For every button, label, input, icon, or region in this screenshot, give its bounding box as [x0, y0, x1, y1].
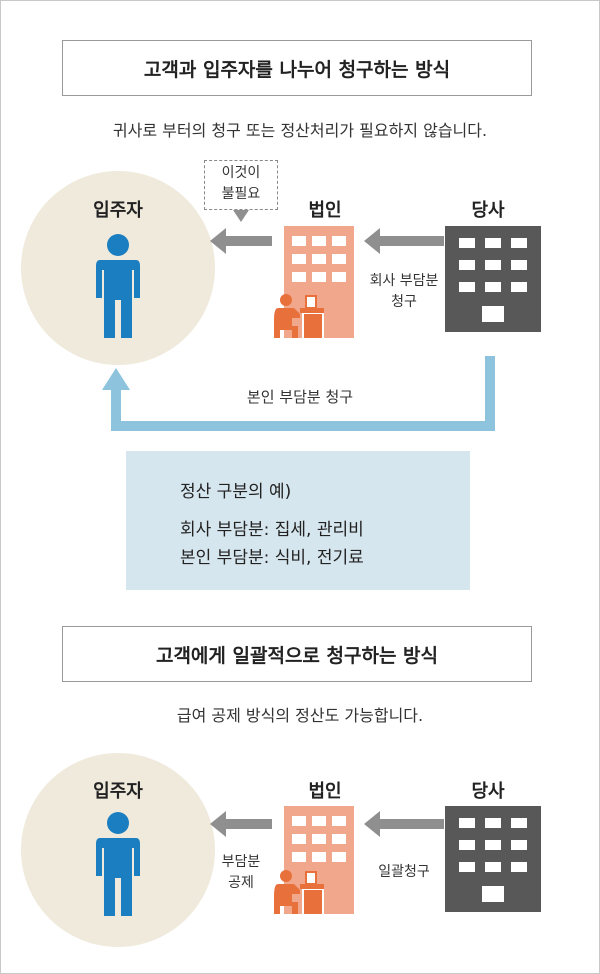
corporation-label-2: 법인: [308, 781, 342, 802]
section2-subtitle: 급여 공제 방식의 정산도 가능합니다.: [176, 706, 424, 725]
arrow-company-to-corp: [364, 228, 444, 254]
section1-subtitle: 귀사로 부터의 청구 또는 정산처리가 필요하지 않습니다.: [112, 121, 488, 140]
company-label-2: 당사: [471, 781, 505, 802]
company-charge-line1: 회사 부담분: [369, 273, 439, 289]
desk-worker-icon: [274, 294, 324, 338]
section1-title: 고객과 입주자를 나누어 청구하는 방식: [62, 40, 532, 96]
deduction-line1: 부담분: [221, 854, 261, 870]
unnecessary-note-line1: 이것이: [221, 165, 261, 181]
example-line2: 본인 부담분: 식비, 전기료: [180, 548, 364, 568]
company-charge-label: 회사 부담분 청구: [352, 271, 456, 313]
example-box: 정산 구분의 예) 회사 부담분: 집세, 관리비 본인 부담분: 식비, 전기…: [126, 451, 470, 590]
note-pointer-icon: [233, 210, 249, 222]
resident-label-2: 입주자: [93, 781, 143, 802]
corporation-label: 법인: [308, 200, 342, 221]
desk-worker-icon: [274, 870, 324, 914]
company-charge-line2: 청구: [391, 294, 417, 310]
arrow-company-to-corp-2: [364, 811, 444, 837]
arrow-corp-to-resident: [210, 228, 272, 254]
lump-sum-charge-label: 일괄청구: [378, 864, 430, 880]
unnecessary-note-line2: 불필요: [221, 186, 261, 202]
return-arrow-company-to-resident: [102, 356, 495, 431]
person-icon: [96, 234, 140, 338]
person-icon: [96, 812, 140, 916]
company-label: 당사: [471, 200, 505, 221]
arrow-corp-to-resident-2: [210, 811, 272, 837]
example-title: 정산 구분의 예): [180, 482, 292, 502]
company-building-icon: [445, 806, 541, 912]
section2-title: 고객에게 일괄적으로 청구하는 방식: [62, 626, 532, 682]
deduction-line2: 공제: [228, 875, 254, 891]
example-line1: 회사 부담분: 집세, 관리비: [180, 520, 364, 540]
office-building-icon: [284, 806, 354, 914]
unnecessary-note: 이것이 불필요: [204, 160, 278, 210]
deduction-label: 부담분 공제: [206, 852, 276, 894]
personal-charge-label: 본인 부담분 청구: [246, 388, 354, 406]
resident-label: 입주자: [93, 200, 143, 221]
company-building-icon: [445, 226, 541, 332]
